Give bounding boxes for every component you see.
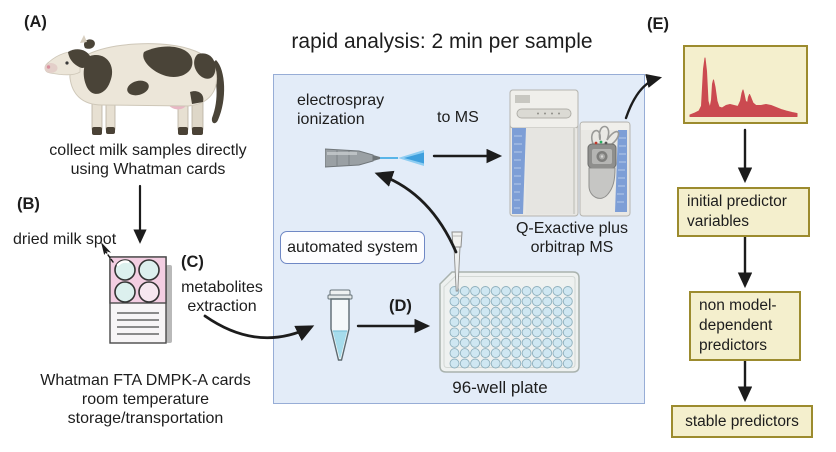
automated-system-box: automated system	[280, 231, 425, 264]
stable-predictors-box: stable predictors	[671, 405, 813, 438]
to-ms-label: to MS	[437, 109, 479, 126]
collect-caption: collect milk samples directly using What…	[49, 142, 247, 178]
panel-label-d: (D)	[389, 297, 412, 315]
panel-label-a: (A)	[24, 13, 47, 31]
non-model-predictors-box: non model- dependent predictors	[689, 291, 801, 361]
panel-label-e: (E)	[647, 15, 669, 33]
metabolites-caption: metabolites extraction	[181, 279, 263, 315]
diagram-title: rapid analysis: 2 min per sample	[291, 30, 593, 53]
panel-label-b: (B)	[17, 195, 40, 213]
instrument-caption: Q-Exactive plus orbitrap MS	[515, 220, 629, 256]
chromatogram-icon	[689, 57, 798, 117]
mass-spectrometer-illustration	[509, 89, 631, 217]
spectrum-box	[683, 45, 808, 124]
cow-illustration	[44, 35, 225, 135]
panel-label-c: (C)	[181, 253, 204, 271]
sample-tube-illustration	[327, 289, 353, 361]
plate-caption: 96-well plate	[452, 378, 548, 397]
card-storage-caption: Whatman FTA DMPK-A cards room temperatur…	[40, 372, 251, 427]
whatman-card-illustration	[109, 256, 172, 344]
dried-milk-spot-label: dried milk spot	[13, 231, 117, 248]
initial-predictors-box: initial predictor variables	[677, 187, 810, 237]
well-plate-illustration	[439, 271, 580, 373]
pipette-tip-icon	[451, 231, 463, 292]
plate-wells	[449, 286, 573, 369]
electrospray-emitter-icon	[325, 148, 424, 168]
electrospray-caption: electrospray ionization	[297, 92, 385, 128]
